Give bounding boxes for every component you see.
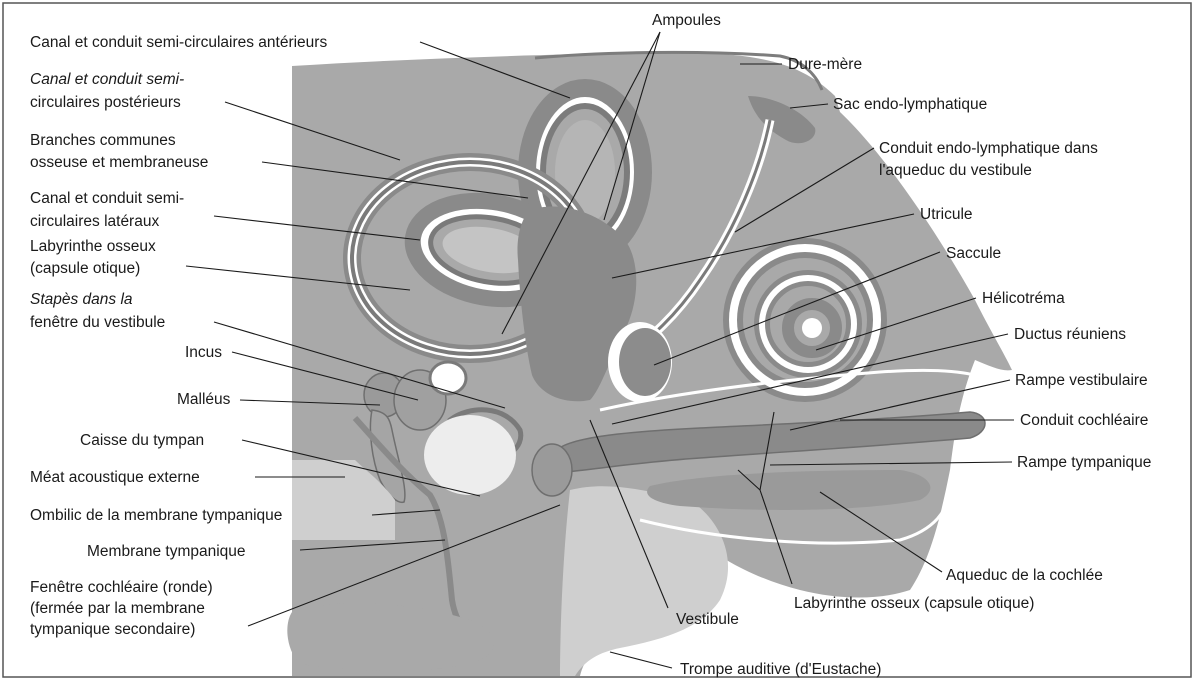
label-round-window-line2: (fermée par la membrane	[30, 600, 205, 617]
label-cochlear-duct: Conduit cochléaire	[1020, 412, 1148, 429]
label-eustachian-tube: Trompe auditive (d'Eustache)	[680, 661, 881, 678]
label-common-crus-line2: osseuse et membraneuse	[30, 154, 208, 171]
label-posterior-canals-line1: Canal et conduit semi-	[30, 71, 184, 88]
label-ductus-reuniens: Ductus réuniens	[1014, 326, 1126, 343]
label-stapes-line1: Stapès dans la	[30, 291, 133, 308]
label-endolymphatic-duct-line2: l'aqueduc du vestibule	[879, 162, 1032, 179]
label-tympanic-membrane: Membrane tympanique	[87, 543, 246, 560]
label-tympanic-cavity: Caisse du tympan	[80, 432, 204, 449]
left-labels: Canal et conduit semi-circulaires antéri…	[30, 34, 327, 638]
label-round-window-line3: tympanique secondaire)	[30, 621, 195, 638]
label-helicotrema: Hélicotréma	[982, 290, 1065, 307]
label-scala-vestibuli: Rampe vestibulaire	[1015, 372, 1148, 389]
label-stapes-line2: fenêtre du vestibule	[30, 314, 165, 331]
label-lateral-canals-line2: circulaires latéraux	[30, 213, 159, 230]
label-posterior-canals-line2: circulaires postérieurs	[30, 94, 181, 111]
label-bony-labyrinth-line2: (capsule otique)	[30, 260, 140, 277]
tympanic-cavity-region	[424, 415, 516, 495]
label-vestibule: Vestibule	[676, 611, 739, 628]
round-window-shape	[532, 444, 572, 496]
leader-r15	[610, 652, 672, 668]
label-cochlear-aqueduct: Aqueduc de la cochlée	[946, 567, 1103, 584]
oval-window-shape	[430, 362, 466, 394]
label-external-meatus: Méat acoustique externe	[30, 469, 200, 486]
label-endolymphatic-sac: Sac endo-lymphatique	[833, 96, 987, 113]
label-utricle: Utricule	[920, 206, 973, 223]
label-lateral-canals-line1: Canal et conduit semi-	[30, 190, 184, 207]
label-malleus: Malléus	[177, 391, 231, 408]
label-anterior-canals: Canal et conduit semi-circulaires antéri…	[30, 34, 327, 51]
label-saccule: Saccule	[946, 245, 1001, 262]
lower-bone-region	[560, 486, 728, 676]
saccule-duct	[619, 328, 671, 396]
label-round-window-line1: Fenêtre cochléaire (ronde)	[30, 579, 213, 596]
label-bony-labyrinth-line1: Labyrinthe osseux	[30, 238, 156, 255]
label-umbo: Ombilic de la membrane tympanique	[30, 507, 282, 524]
label-bony-labyrinth-otic-capsule: Labyrinthe osseux (capsule otique)	[794, 595, 1034, 612]
label-ampullae: Ampoules	[652, 12, 721, 29]
label-scala-tympani: Rampe tympanique	[1017, 454, 1151, 471]
label-common-crus-line1: Branches communes	[30, 132, 176, 149]
label-dura-mater: Dure-mère	[788, 56, 862, 73]
label-incus: Incus	[185, 344, 222, 361]
label-endolymphatic-duct-line1: Conduit endo-lymphatique dans	[879, 140, 1098, 157]
